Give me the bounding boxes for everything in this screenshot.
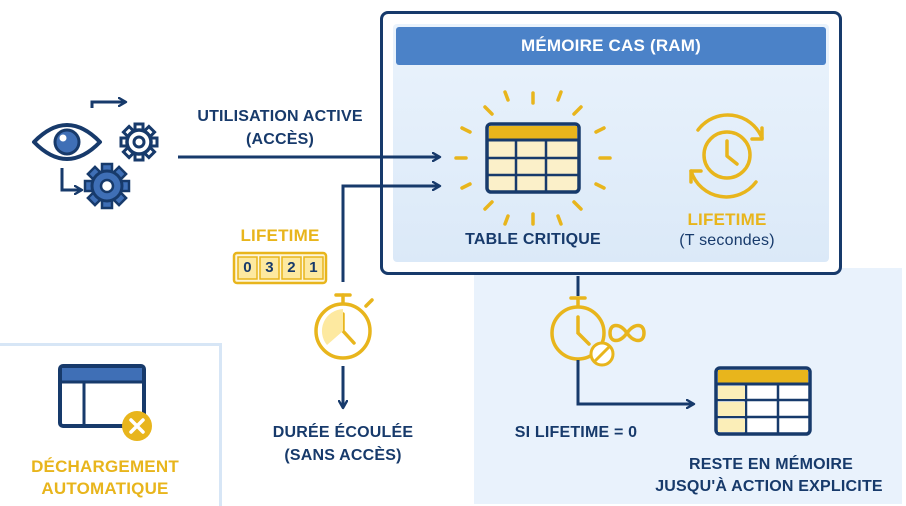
- elapsed-line2: (SANS ACCÈS): [284, 447, 402, 464]
- sunburst-icon: [454, 90, 612, 226]
- gear-icon: [119, 122, 159, 162]
- close-icon: [122, 411, 152, 441]
- counter-digit: 3: [265, 259, 274, 276]
- access-label-line1: UTILISATION ACTIVE: [197, 108, 363, 125]
- ram-title: MÉMOIRE CAS (RAM): [521, 36, 701, 55]
- result-table-icon: [714, 366, 812, 436]
- counter-digit: 0: [243, 259, 252, 276]
- elapsed-line1: Durée écoulée: [272, 424, 414, 441]
- ram-table-label: TABLE CRITIQUE: [465, 231, 601, 248]
- zero-result-line1: RESTE EN MÉMOIRE: [688, 456, 854, 473]
- zero-lifetime-panel: [474, 268, 902, 504]
- lifetime-feedback-arrow: [341, 186, 440, 282]
- gear-icon: [83, 162, 131, 210]
- ram-container: MÉMOIRE CAS (RAM): [380, 11, 842, 275]
- eye-icon: [32, 123, 102, 161]
- critical-table-icon: [485, 122, 581, 194]
- infinity-icon: [608, 323, 646, 343]
- ram-header: [396, 27, 826, 65]
- ram-lifetime-sub: (T secondes): [679, 232, 775, 249]
- ram-lifetime-label: LIFETIME: [687, 210, 767, 229]
- stopwatch-infinite-icon: [550, 296, 606, 361]
- lifetime-counter: [232, 251, 328, 285]
- unload-line1: DÉCHARGEMENT: [31, 457, 179, 476]
- unload-window-icon: [58, 364, 146, 428]
- unload-line2: AUTOMATIQUE: [41, 479, 169, 498]
- no-entry-icon: [589, 341, 615, 367]
- arrow-down-right-small-icon: [60, 168, 82, 190]
- zero-result-line2: JUSQU'À ACTION EXPLICITE: [655, 478, 883, 495]
- stopwatch-fill-icon: [321, 309, 343, 345]
- arrow-right-small-icon: [90, 102, 126, 108]
- counter-digit: 2: [287, 259, 296, 276]
- refresh-clock-icon: [689, 113, 764, 199]
- zero-condition: SI LIFETIME = 0: [514, 424, 638, 441]
- zero-arrow: [576, 360, 694, 404]
- stopwatch-icon: [314, 293, 374, 360]
- counter-label: LIFETIME: [240, 226, 320, 245]
- access-label-line2: (ACCÈS): [245, 131, 315, 148]
- counter-digit: 1: [309, 259, 318, 276]
